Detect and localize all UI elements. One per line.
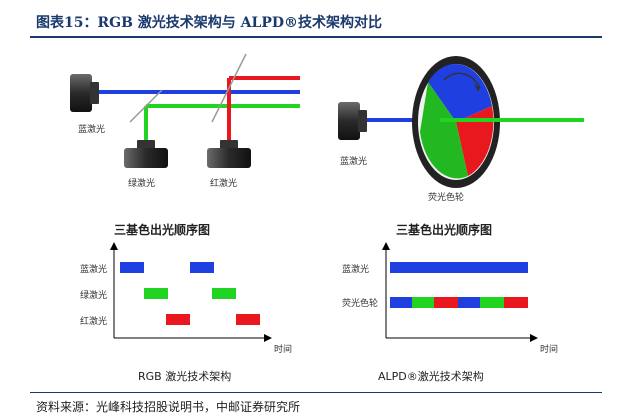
green-laser-label: 绿激光 (128, 177, 155, 189)
wheel-blue-segment (456, 64, 492, 122)
rgb-caption: RGB 激光技术架构 (138, 369, 231, 383)
alpd-row-label-wheel: 荧光色轮 (342, 297, 378, 309)
dichroic-mirror-1 (129, 89, 163, 123)
rotation-arrow (443, 72, 481, 89)
wheel-green-segment (420, 82, 468, 179)
rgb-row-label-green: 绿激光 (80, 289, 107, 301)
blue-laser-label: 蓝激光 (78, 123, 105, 135)
rgb-red-pulse-1 (166, 314, 190, 325)
architecture-diagram: 蓝激光 绿激光 红激光 蓝激光 (70, 53, 584, 383)
rgb-sequence-heading: 三基色出光顺序图 (114, 222, 210, 237)
alpd-sequence-chart: 三基色出光顺序图 时间 蓝激光 荧光色轮 ALPD®激光技术架构 (342, 222, 558, 383)
rgb-blue-pulse-1 (120, 262, 144, 273)
blue-laser-label-right: 蓝激光 (340, 155, 367, 167)
rgb-row-label-red: 红激光 (80, 315, 107, 327)
alpd-row-label-blue: 蓝激光 (342, 263, 369, 275)
rgb-time-label: 时间 (274, 343, 292, 355)
wheel-label: 荧光色轮 (428, 191, 464, 203)
title-rule (30, 36, 602, 38)
alpd-time-label: 时间 (540, 343, 558, 355)
green-laser-module (124, 140, 168, 168)
alpd-sequence-heading: 三基色出光顺序图 (396, 222, 492, 237)
title-bar: 图表15：RGB 激光技术架构与 ALPD®技术架构对比 (0, 0, 617, 36)
alpd-blue-continuous (390, 262, 528, 273)
rgb-architecture: 蓝激光 绿激光 红激光 (70, 53, 300, 189)
rgb-sequence-chart: 三基色出光顺序图 时间 蓝激光 绿激光 红激光 RGB 激光技术架构 (80, 222, 292, 383)
alpd-wheel-sequence (390, 297, 528, 308)
source-note: 资料来源：光峰科技招股说明书，中邮证券研究所 (36, 400, 301, 414)
rgb-row-label-blue: 蓝激光 (80, 263, 107, 275)
rgb-green-pulse-1 (144, 288, 168, 299)
blue-laser-module-right (338, 102, 367, 140)
red-laser-module (207, 140, 251, 168)
blue-laser-module (70, 74, 99, 112)
rgb-green-pulse-2 (212, 288, 236, 299)
dichroic-mirror-2 (211, 53, 247, 123)
alpd-caption: ALPD®激光技术架构 (378, 369, 484, 383)
rgb-red-pulse-2 (236, 314, 260, 325)
red-laser-label: 红激光 (210, 177, 237, 189)
alpd-architecture: 蓝激光 荧光色轮 (338, 56, 584, 203)
bottom-rule (30, 392, 602, 393)
rgb-blue-pulse-2 (190, 262, 214, 273)
figure-title: 图表15：RGB 激光技术架构与 ALPD®技术架构对比 (36, 15, 383, 31)
